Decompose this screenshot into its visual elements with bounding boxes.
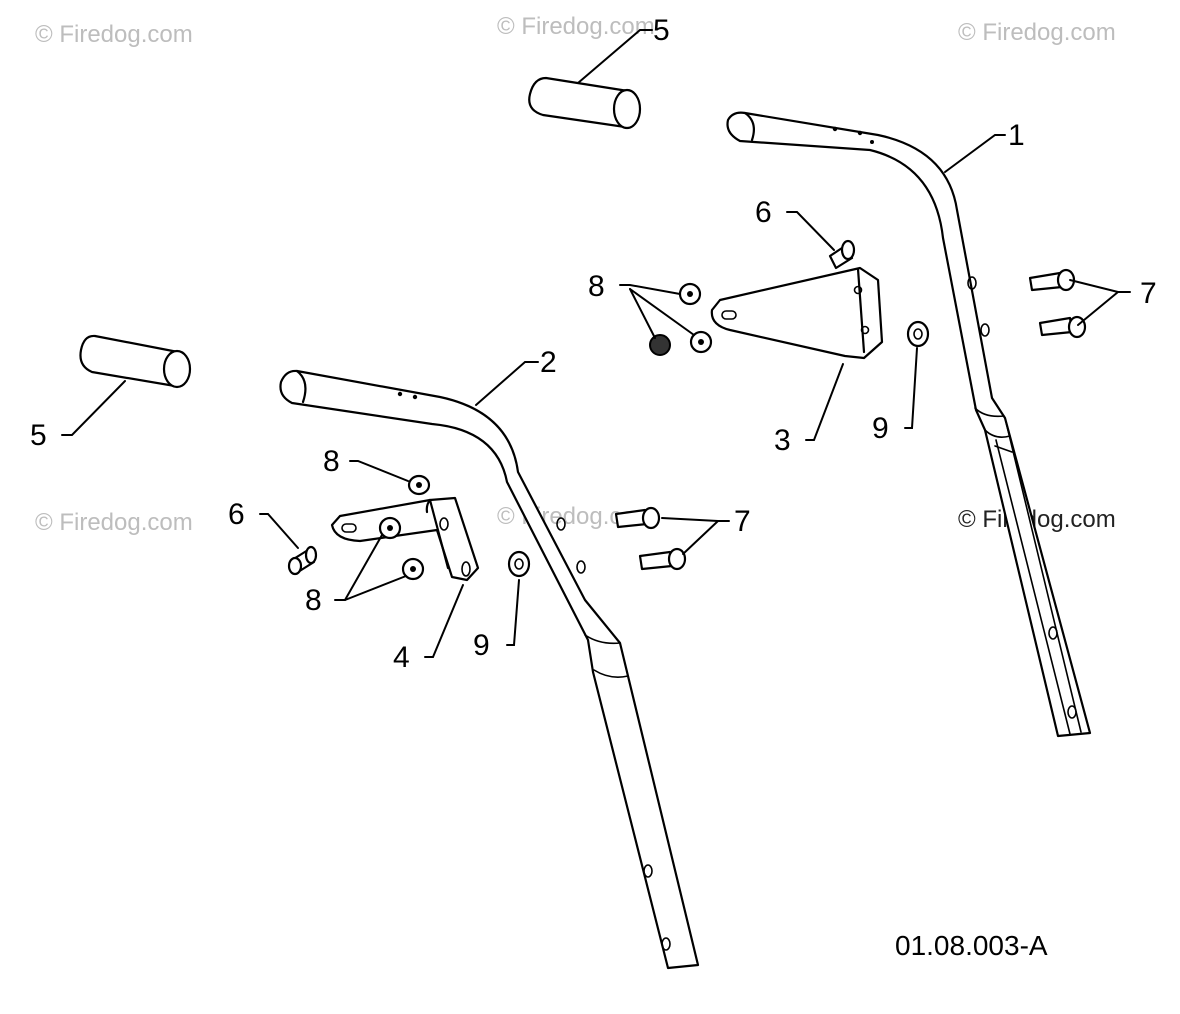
nuts-left-bottom — [378, 516, 425, 581]
watermark: © Firedog.com — [958, 506, 1116, 533]
callout-bracket-right: 3 — [774, 424, 791, 457]
watermark: © Firedog.com — [497, 13, 655, 40]
watermark: © Firedog.com — [35, 21, 193, 48]
callout-handle-right: 1 — [1008, 119, 1025, 152]
callout-grip-left: 5 — [30, 419, 47, 452]
callout-washer-left: 9 — [473, 629, 490, 662]
callout-nut-left-top: 8 — [323, 445, 340, 478]
bracket-left — [330, 496, 480, 582]
grip-top — [528, 76, 642, 130]
grip-left — [79, 334, 192, 389]
washer-left — [507, 550, 531, 578]
bracket-right — [710, 266, 884, 360]
carriage-bolts-right — [1028, 268, 1087, 339]
callout-nuts-right: 8 — [588, 270, 605, 303]
callout-bolt-left: 6 — [228, 498, 245, 531]
callout-grip-top: 5 — [653, 14, 670, 47]
reference-code: 01.08.003-A — [895, 930, 1048, 961]
handle-left — [279, 369, 700, 970]
watermark: © Firedog.com — [958, 19, 1116, 46]
callout-carriage-bolts-right: 7 — [1140, 277, 1157, 310]
callout-carriage-bolts-left: 7 — [734, 505, 751, 538]
callout-handle-left: 2 — [540, 346, 557, 379]
watermark: © Firedog.com — [35, 509, 193, 536]
nuts-right — [649, 282, 713, 356]
callout-nuts-left-bottom: 8 — [305, 584, 322, 617]
bolt-right — [828, 239, 856, 270]
handle-right — [726, 111, 1092, 738]
callout-bolt-right: 6 — [755, 196, 772, 229]
nut-left-top — [407, 474, 431, 496]
carriage-bolts-left — [614, 506, 687, 571]
leader-lines — [61, 29, 1131, 658]
washer-right — [906, 320, 930, 348]
bolt-left — [287, 545, 318, 576]
callout-washer-right: 9 — [872, 412, 889, 445]
callout-bracket-left: 4 — [393, 641, 410, 674]
